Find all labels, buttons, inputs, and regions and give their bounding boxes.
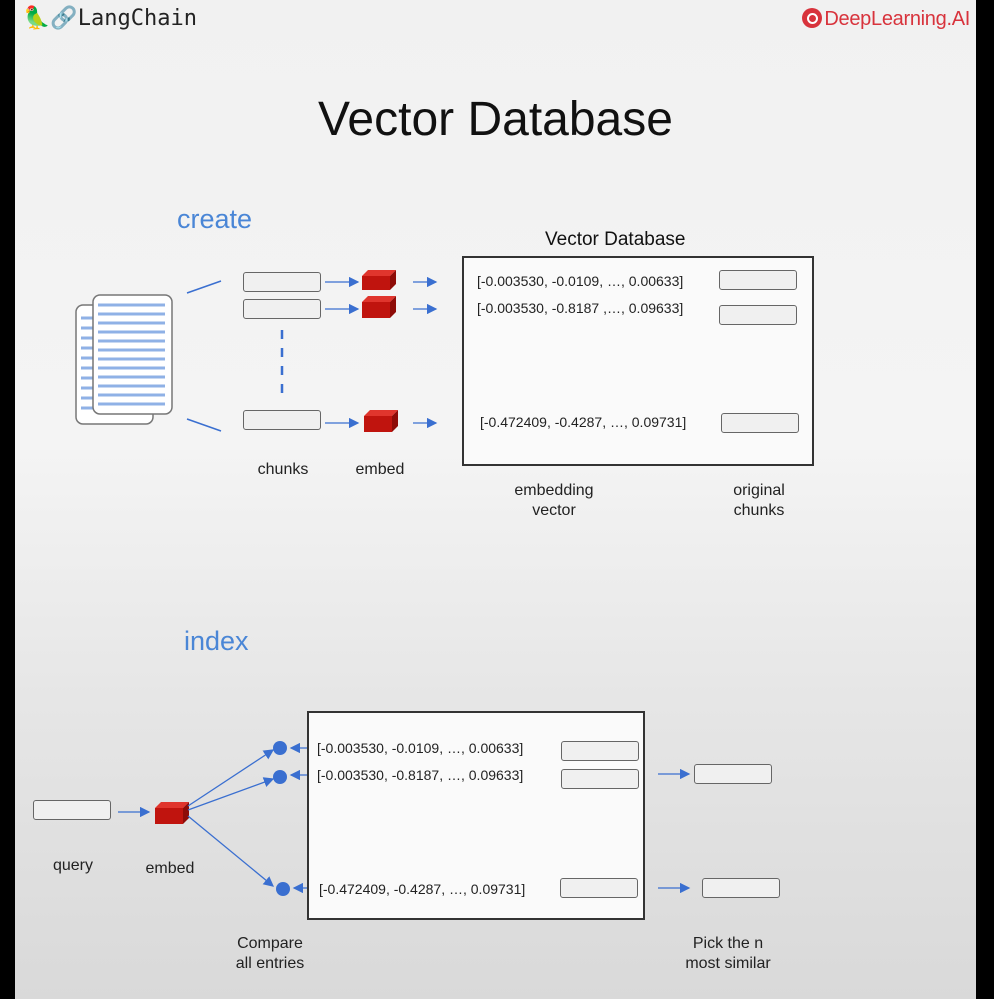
embedding-vector-label: embedding vector [514, 482, 594, 519]
compare-dot-3 [276, 882, 290, 896]
langchain-logo: 🦜🔗LangChain [23, 6, 197, 31]
original-chunk-box [719, 305, 797, 325]
index-vector-3: [-0.472409, -0.4287, …, 0.09731] [319, 881, 526, 897]
compare-all-entries-label: Compare all entries [235, 935, 305, 972]
deeplearning-logo: DeepLearning.AI [802, 8, 970, 31]
embed-cube-icon [362, 296, 396, 318]
deeplearning-logo-icon [802, 8, 823, 28]
documents-icon [75, 294, 173, 425]
original-chunk-box [719, 270, 797, 290]
query-label: query [52, 857, 94, 874]
embed-cube-icon [155, 802, 189, 824]
slide: 🦜🔗LangChain DeepLearning.AI Vector Datab… [15, 0, 976, 999]
chunk-box [243, 410, 321, 430]
create-vector-1: [-0.003530, -0.0109, …, 0.00633] [477, 273, 684, 289]
chunk-box [243, 299, 321, 319]
embed-label: embed [355, 461, 405, 478]
arrow-compare-1 [187, 749, 275, 807]
index-vector-1: [-0.003530, -0.0109, …, 0.00633] [317, 740, 524, 756]
original-chunks-label: original chunks [733, 482, 785, 519]
compare-dot-1 [273, 741, 287, 755]
chunk-box [243, 272, 321, 292]
split-line-top [186, 280, 222, 294]
index-chunk-box [561, 741, 639, 761]
index-vector-2: [-0.003530, -0.8187, …, 0.09633] [317, 767, 524, 783]
chunks-label: chunks [257, 461, 309, 478]
arrow-compare-2 [187, 777, 275, 811]
diagram-graphics [75, 270, 691, 896]
arrow-compare-3 [187, 815, 275, 887]
pick-most-similar-label: Pick the n most similar [685, 935, 771, 972]
embed-cube-icon [364, 410, 398, 432]
vector-database-title: Vector Database [545, 229, 686, 250]
deeplearning-logo-text: DeepLearning.AI [824, 8, 970, 30]
page-title: Vector Database [318, 93, 673, 146]
query-box [33, 800, 111, 820]
compare-dot-2 [273, 770, 287, 784]
result-chunk-box [702, 878, 780, 898]
create-vector-2: [-0.003530, -0.8187 ,…, 0.09633] [477, 300, 684, 316]
split-line-bottom [186, 418, 222, 432]
index-section-label: index [184, 626, 249, 656]
embed-cube-icon [362, 270, 396, 290]
result-chunk-box [694, 764, 772, 784]
original-chunk-box [721, 413, 799, 433]
index-embed-label: embed [145, 860, 195, 877]
create-section-label: create [177, 204, 253, 234]
index-chunk-box [560, 878, 638, 898]
create-vector-3: [-0.472409, -0.4287, …, 0.09731] [480, 414, 687, 430]
index-chunk-box [561, 769, 639, 789]
